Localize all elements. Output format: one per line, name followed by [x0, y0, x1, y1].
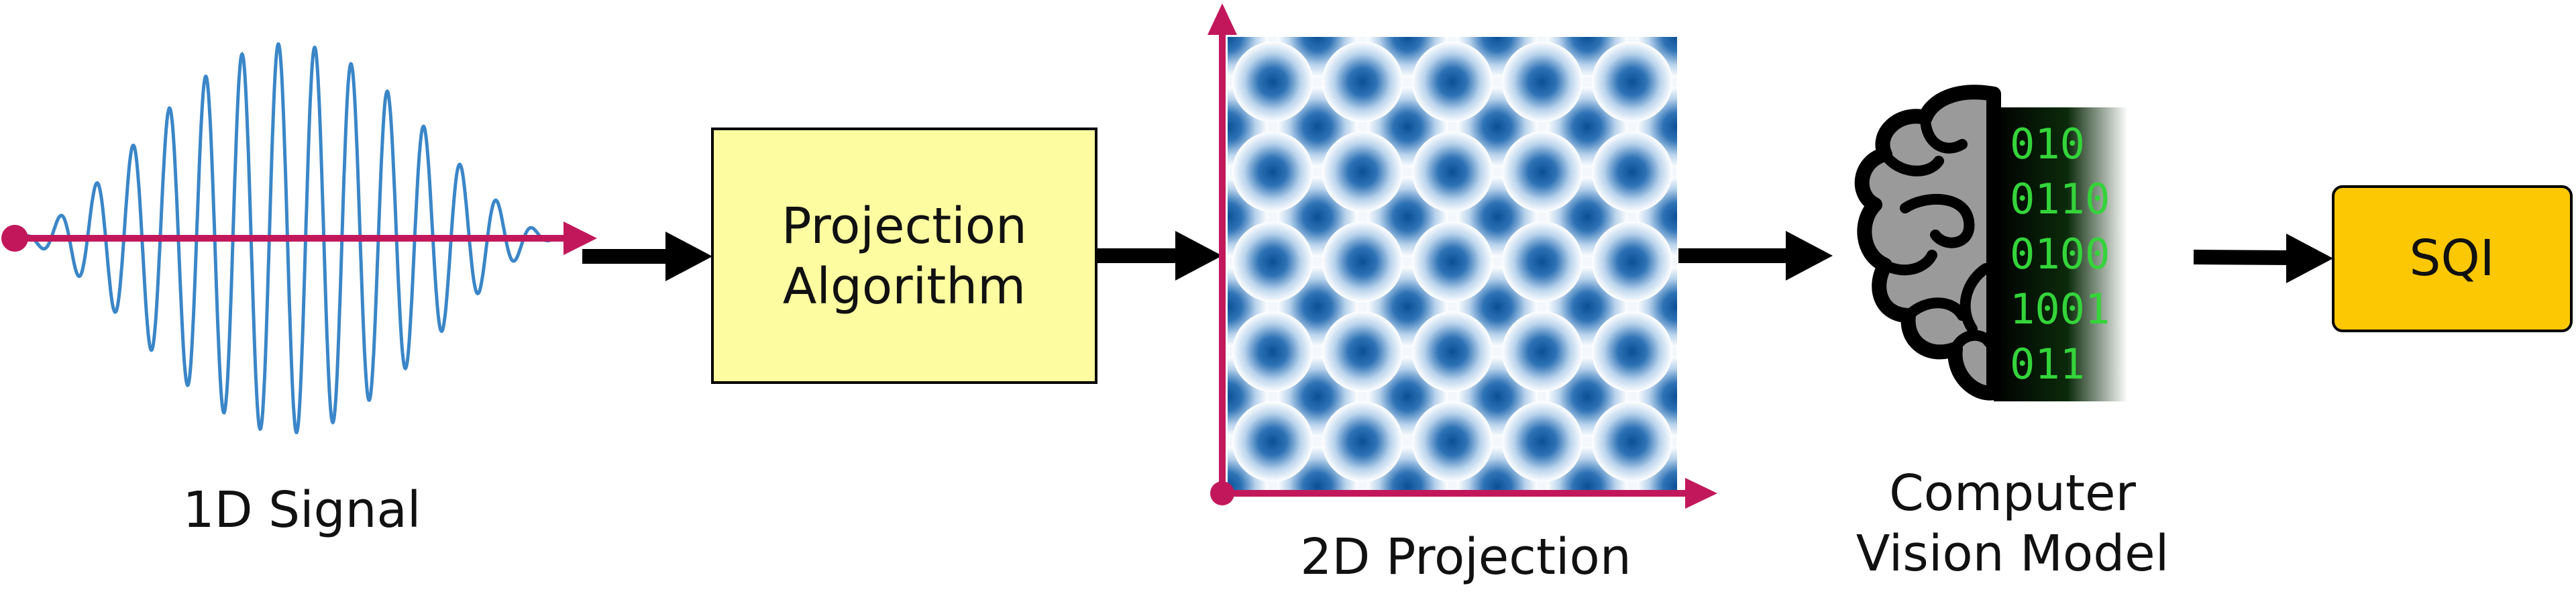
- projection-image: [1228, 37, 1677, 490]
- projection-algorithm-box: Projection Algorithm: [711, 128, 1097, 384]
- signal-axis-origin-dot: [1, 225, 28, 252]
- binary-code-text: 010 0110 0100 1001 011: [2010, 119, 2110, 389]
- binary-line: 0110: [2010, 175, 2110, 224]
- algorithm-label-line2: Algorithm: [783, 258, 1026, 315]
- arrow-projection-to-model: [1678, 231, 1833, 281]
- signal-label: 1D Signal: [183, 481, 421, 539]
- sqi-output-box: SQI: [2332, 185, 2573, 332]
- projection-label: 2D Projection: [1300, 528, 1631, 586]
- signal-axis: [1, 221, 597, 255]
- algorithm-label-line1: Projection: [782, 197, 1027, 255]
- projection-y-axis-arrowhead: [1208, 3, 1237, 35]
- projection-origin-dot: [1210, 481, 1234, 505]
- arrow-algorithm-to-projection: [1096, 231, 1222, 281]
- model-label-line2: Vision Model: [1856, 525, 2169, 583]
- projection-x-axis-arrowhead: [1685, 478, 1717, 509]
- signal-axis-arrowhead: [564, 221, 597, 255]
- binary-line: 1001: [2010, 285, 2110, 334]
- binary-line: 010: [2010, 119, 2085, 168]
- sqi-label: SQI: [2409, 230, 2494, 287]
- model-label-line1: Computer: [1889, 464, 2136, 522]
- brain-icon: [1854, 85, 2001, 401]
- binary-code-icon: [1994, 107, 2128, 401]
- projection-heatmap: [1228, 37, 1677, 490]
- arrow-model-to-sqi: [2193, 234, 2333, 283]
- arrow-signal-to-algorithm: [582, 232, 712, 281]
- binary-line: 0100: [2010, 230, 2110, 279]
- projection-axes: [1208, 3, 1717, 509]
- computer-vision-model: 010 0110 0100 1001 011: [1854, 85, 2128, 401]
- binary-line: 011: [2010, 340, 2085, 389]
